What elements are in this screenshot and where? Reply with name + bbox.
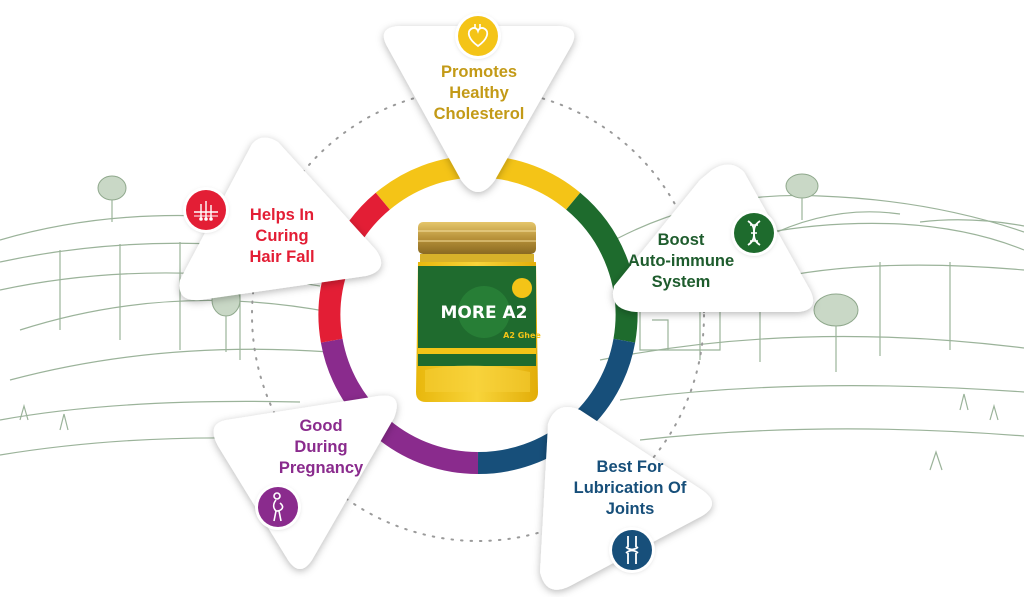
feature-hair-text: Helps In Curing Hair Fall <box>232 205 332 268</box>
knee-joint-icon <box>612 530 652 570</box>
card-cholesterol <box>383 26 575 192</box>
feature-joints-line3: Joints <box>605 500 655 518</box>
ring-segment-green <box>566 192 638 343</box>
feature-immune-text: Boost Auto-immune System <box>606 230 756 293</box>
feature-pregnancy-text: Good During Pregnancy <box>256 416 386 479</box>
feature-cholesterol-text: Promotes Healthy Cholesterol <box>408 62 550 125</box>
product-brand-label: MORE A2 <box>441 303 528 323</box>
feature-joints-text: Best For Lubrication Of Joints <box>555 457 705 520</box>
feature-cholesterol-line2: Healthy <box>449 84 509 102</box>
heart-icon <box>458 16 498 56</box>
feature-pregnancy-line1: Good <box>299 417 343 435</box>
feature-immune-line1: Boost <box>657 231 705 249</box>
card-joints <box>540 407 712 590</box>
feature-hair-line1: Helps In <box>249 206 315 224</box>
card-pregnancy <box>213 395 397 569</box>
product-side-label: A2 Ghee <box>503 331 541 340</box>
hair-follicle-icon <box>186 190 226 230</box>
card-immune <box>612 164 814 312</box>
feature-joints-line2: Lubrication Of <box>573 479 687 497</box>
feature-cholesterol-line1: Promotes <box>440 63 518 81</box>
feature-hair-line3: Hair Fall <box>249 248 315 266</box>
feature-pregnancy-line2: During <box>294 438 348 456</box>
feature-hair-line2: Curing <box>255 227 309 245</box>
pregnant-woman-icon <box>258 487 298 527</box>
feature-cholesterol-line3: Cholesterol <box>433 105 525 123</box>
feature-pregnancy-line3: Pregnancy <box>278 459 364 477</box>
dna-icon <box>734 213 774 253</box>
feature-joints-line1: Best For <box>596 458 664 476</box>
ghee-jar-icon <box>416 222 538 402</box>
card-hair <box>179 137 382 301</box>
feature-immune-line3: System <box>651 273 711 291</box>
feature-immune-line2: Auto-immune <box>627 252 735 270</box>
